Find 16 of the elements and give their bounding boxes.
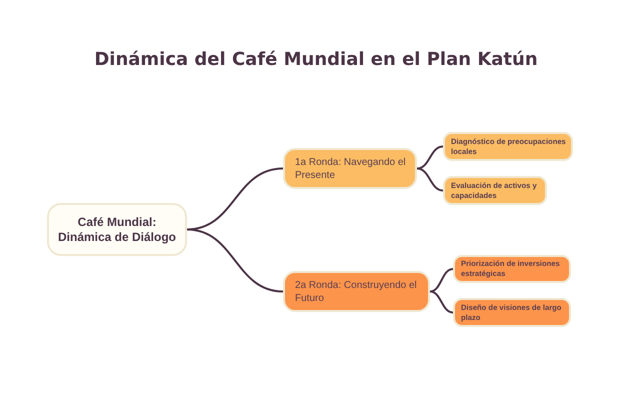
connector-line: [416, 146, 444, 170]
detail-box: [443, 176, 547, 205]
detail-box: [453, 298, 571, 327]
connector-line: [430, 268, 454, 292]
subtopic-box: [283, 148, 417, 189]
topic-label: 2a Ronda: Construyendo el Futuro: [295, 278, 418, 304]
detail-box: [443, 132, 573, 161]
diagram-title: Dinámica del Café Mundial en el Plan Katún: [94, 49, 538, 70]
topic-label: 1a Ronda: Navegando el Presente: [295, 156, 407, 182]
topic-label: Café Mundial: Dinámica de Diálogo: [56, 214, 178, 244]
connector-line: [416, 168, 444, 192]
detail-box: [453, 255, 571, 283]
connector-line: [430, 290, 454, 314]
subtopic-box: [283, 271, 430, 312]
central-topic-box: [47, 203, 187, 256]
connector-line: [186, 228, 284, 292]
